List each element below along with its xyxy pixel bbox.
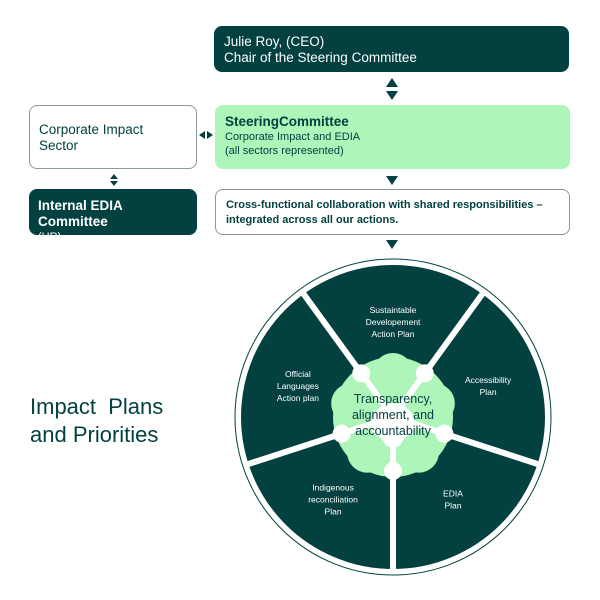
- wheel-hub-flare: [435, 424, 454, 443]
- collaboration-box: Cross-functional collaboration with shar…: [215, 189, 570, 235]
- wheel-segment-label: Developement: [366, 317, 421, 327]
- title-line2: and Priorities: [30, 422, 159, 447]
- wheel-segment-label: EDIA: [443, 489, 463, 499]
- steering-title: SteeringCommittee: [225, 114, 349, 129]
- wheel-segment-label: Accessibility: [465, 375, 512, 385]
- wheel-center-text: Transparency,: [354, 392, 433, 406]
- ceo-box: Julie Roy, (CEO) Chair of the Steering C…: [214, 26, 569, 72]
- wheel-center-lobe: [347, 432, 388, 473]
- double-arrow-vertical-small-icon: [110, 174, 118, 186]
- wheel-center-lobe: [373, 353, 413, 393]
- internal-edia-sub: (HR): [38, 231, 62, 243]
- steering-line2: (all sectors represented): [225, 145, 344, 157]
- collab-line2: integrated across all our actions.: [226, 214, 399, 226]
- impact-plans-title: Impact Plans and Priorities: [30, 393, 163, 449]
- ceo-name: Julie Roy, (CEO): [224, 34, 325, 49]
- wheel-segment-label: Official: [285, 369, 311, 379]
- wheel-hub-core: [371, 403, 415, 447]
- wheel-segment-label: Plan: [444, 501, 461, 511]
- double-arrow-vertical-icon: [386, 78, 398, 100]
- collab-line1: Cross-functional collaboration with shar…: [226, 199, 543, 211]
- internal-edia-committee-box: Internal EDIA Committee (HR): [29, 189, 197, 243]
- arrow-down-icon: [386, 176, 398, 185]
- double-arrow-horizontal-icon: [199, 131, 213, 139]
- wheel-segment-label: Indigenous: [312, 483, 354, 493]
- wheel-center-lobe: [331, 383, 372, 424]
- corporate-impact-sector-box: Corporate Impact Sector: [29, 105, 197, 169]
- title-line1: Impact Plans: [30, 394, 164, 419]
- wheel-center-text: alignment, and: [352, 408, 434, 422]
- internal-edia-title: Internal EDIA Committee: [38, 198, 123, 229]
- wheel-center-lobe: [414, 383, 455, 424]
- wheel-segment-label: Languages: [277, 381, 319, 391]
- wheel-segment-label: Plan: [480, 387, 497, 397]
- wheel-segment-label: Plan: [325, 507, 342, 517]
- wheel-hub-flare: [332, 424, 351, 443]
- steering-committee-box: SteeringCommittee Corporate Impact and E…: [215, 105, 570, 169]
- ceo-role: Chair of the Steering Committee: [224, 50, 417, 65]
- wheel-segment-label: Action plan: [277, 393, 319, 403]
- wheel-hub-flare: [384, 462, 402, 480]
- wheel-segment-label: reconciliation: [308, 495, 358, 505]
- wheel-hub-flare: [415, 364, 434, 383]
- corporate-impact-line1: Corporate Impact: [39, 122, 144, 137]
- arrow-down-icon: [386, 240, 398, 249]
- wheel-center-lobe: [398, 432, 439, 473]
- wheel-center-text: accountability: [355, 424, 431, 438]
- corporate-impact-line2: Sector: [39, 138, 79, 153]
- wheel-segment-label: Action Plan: [372, 329, 415, 339]
- wheel-hub-flare: [352, 364, 371, 383]
- wheel-segment-label: Sustaintable: [370, 305, 417, 315]
- steering-line1: Corporate Impact and EDIA: [225, 131, 361, 143]
